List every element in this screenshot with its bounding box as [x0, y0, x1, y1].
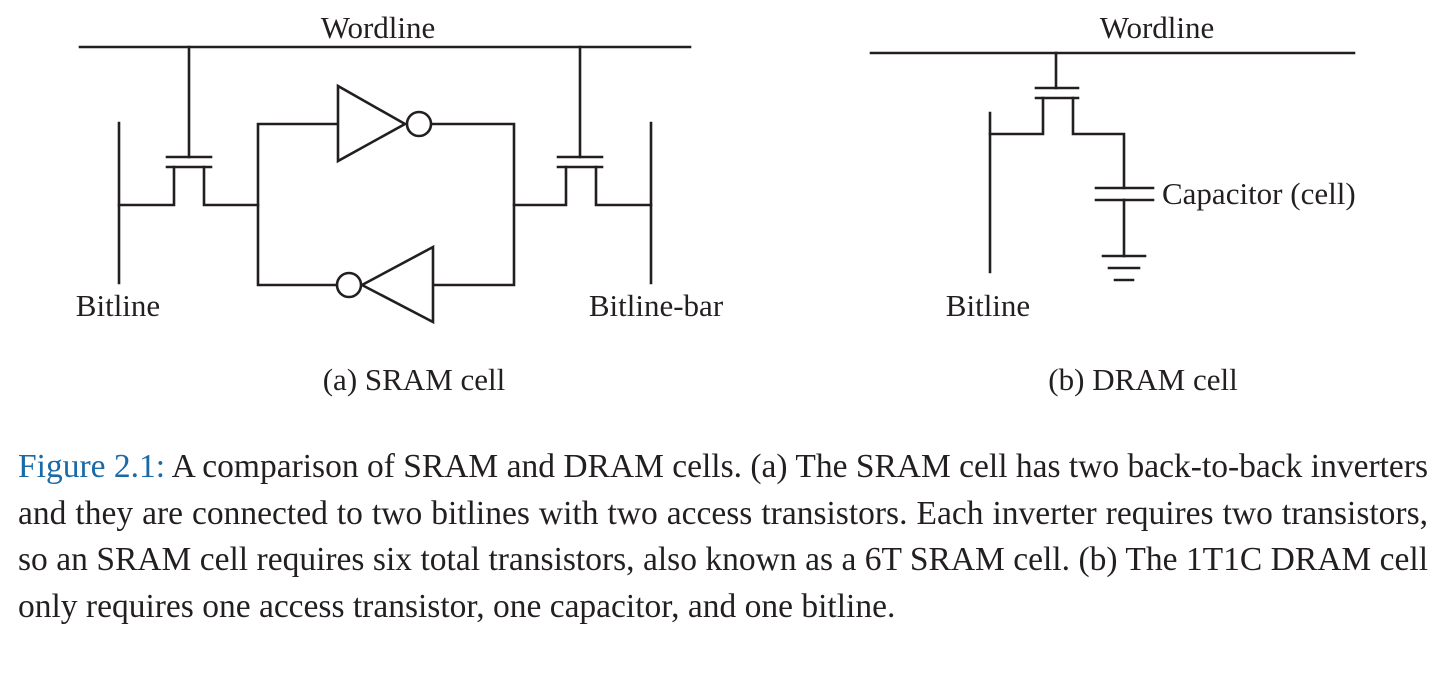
sram-bitline-bar-label: Bitline-bar: [589, 288, 724, 323]
sram-bitline-label: Bitline: [76, 288, 160, 323]
sram-dram-diagram: Wordline Bitline Bitline-bar: [76, 10, 1356, 397]
figure-caption-label: Figure 2.1:: [18, 448, 166, 485]
dram-bitline-label: Bitline: [946, 288, 1030, 323]
inverter-top: [336, 83, 433, 164]
sram-left-access-transistor: [117, 45, 260, 207]
dram-caption: (b) DRAM cell: [1048, 362, 1237, 397]
sram-right-access-transistor: [512, 45, 653, 207]
sram-caption: (a) SRAM cell: [323, 362, 506, 397]
dram-wordline-label: Wordline: [1100, 10, 1215, 45]
sram-wordline-label: Wordline: [321, 10, 436, 45]
dram-access-transistor: [988, 51, 1126, 190]
figure-caption: Figure 2.1: A comparison of SRAM and DRA…: [18, 444, 1428, 630]
capacitor-label: Capacitor (cell): [1162, 176, 1356, 211]
figure-caption-text: A comparison of SRAM and DRAM cells. (a)…: [18, 448, 1428, 625]
inverter-bottom: [335, 244, 435, 325]
ground-symbol: [1101, 254, 1147, 282]
sram-cell: Wordline Bitline Bitline-bar: [76, 10, 724, 397]
capacitor: [1094, 186, 1155, 258]
sram-left-node: [256, 122, 340, 287]
sram-right-node: [429, 122, 516, 287]
dram-cell: Wordline Bitline Capacitor (cell) (b) DR…: [869, 10, 1356, 397]
